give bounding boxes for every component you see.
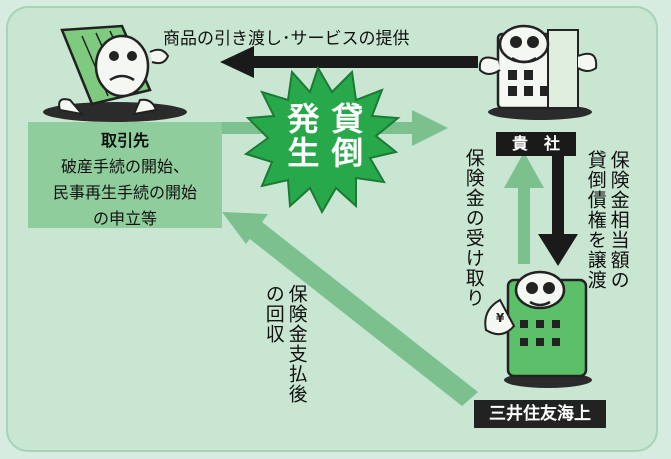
customer-line-2: 民事再生手続の開始: [52, 183, 197, 202]
company-character-illustration: [478, 24, 598, 120]
delivery-label: 商品の引き渡し･サービスの提供: [163, 29, 410, 49]
customer-character-illustration: [43, 24, 187, 122]
customer-title: 取引先: [100, 131, 149, 150]
customer-box: 取引先 破産手続の開始、 民事再生手続の開始 の申立等: [28, 122, 222, 228]
svg-text:¥: ¥: [496, 311, 505, 325]
insurer-label: 三井住友海上: [474, 400, 606, 428]
claim-transfer-label: 保険金相当額の貸倒債権を譲渡: [584, 150, 630, 290]
claim-transfer-arrow: [538, 150, 578, 266]
insurance-received-arrow: [504, 152, 544, 264]
insurer-character-illustration: ¥: [484, 270, 592, 388]
bad-debt-burst: [243, 65, 401, 215]
recovery-arrow: [222, 212, 478, 406]
burst-text-left: 発生: [282, 102, 321, 170]
burst-text-right: 貸倒: [326, 102, 365, 170]
company-label: 貴 社: [496, 132, 576, 156]
customer-line-1: 破産手続の開始、: [60, 157, 189, 176]
delivery-arrow: [220, 46, 478, 78]
customer-line-3: の申立等: [92, 209, 157, 228]
insurance-received-label: 保険金の受け取り: [462, 148, 485, 308]
recovery-label: 保険金支払後の回収: [262, 284, 308, 404]
